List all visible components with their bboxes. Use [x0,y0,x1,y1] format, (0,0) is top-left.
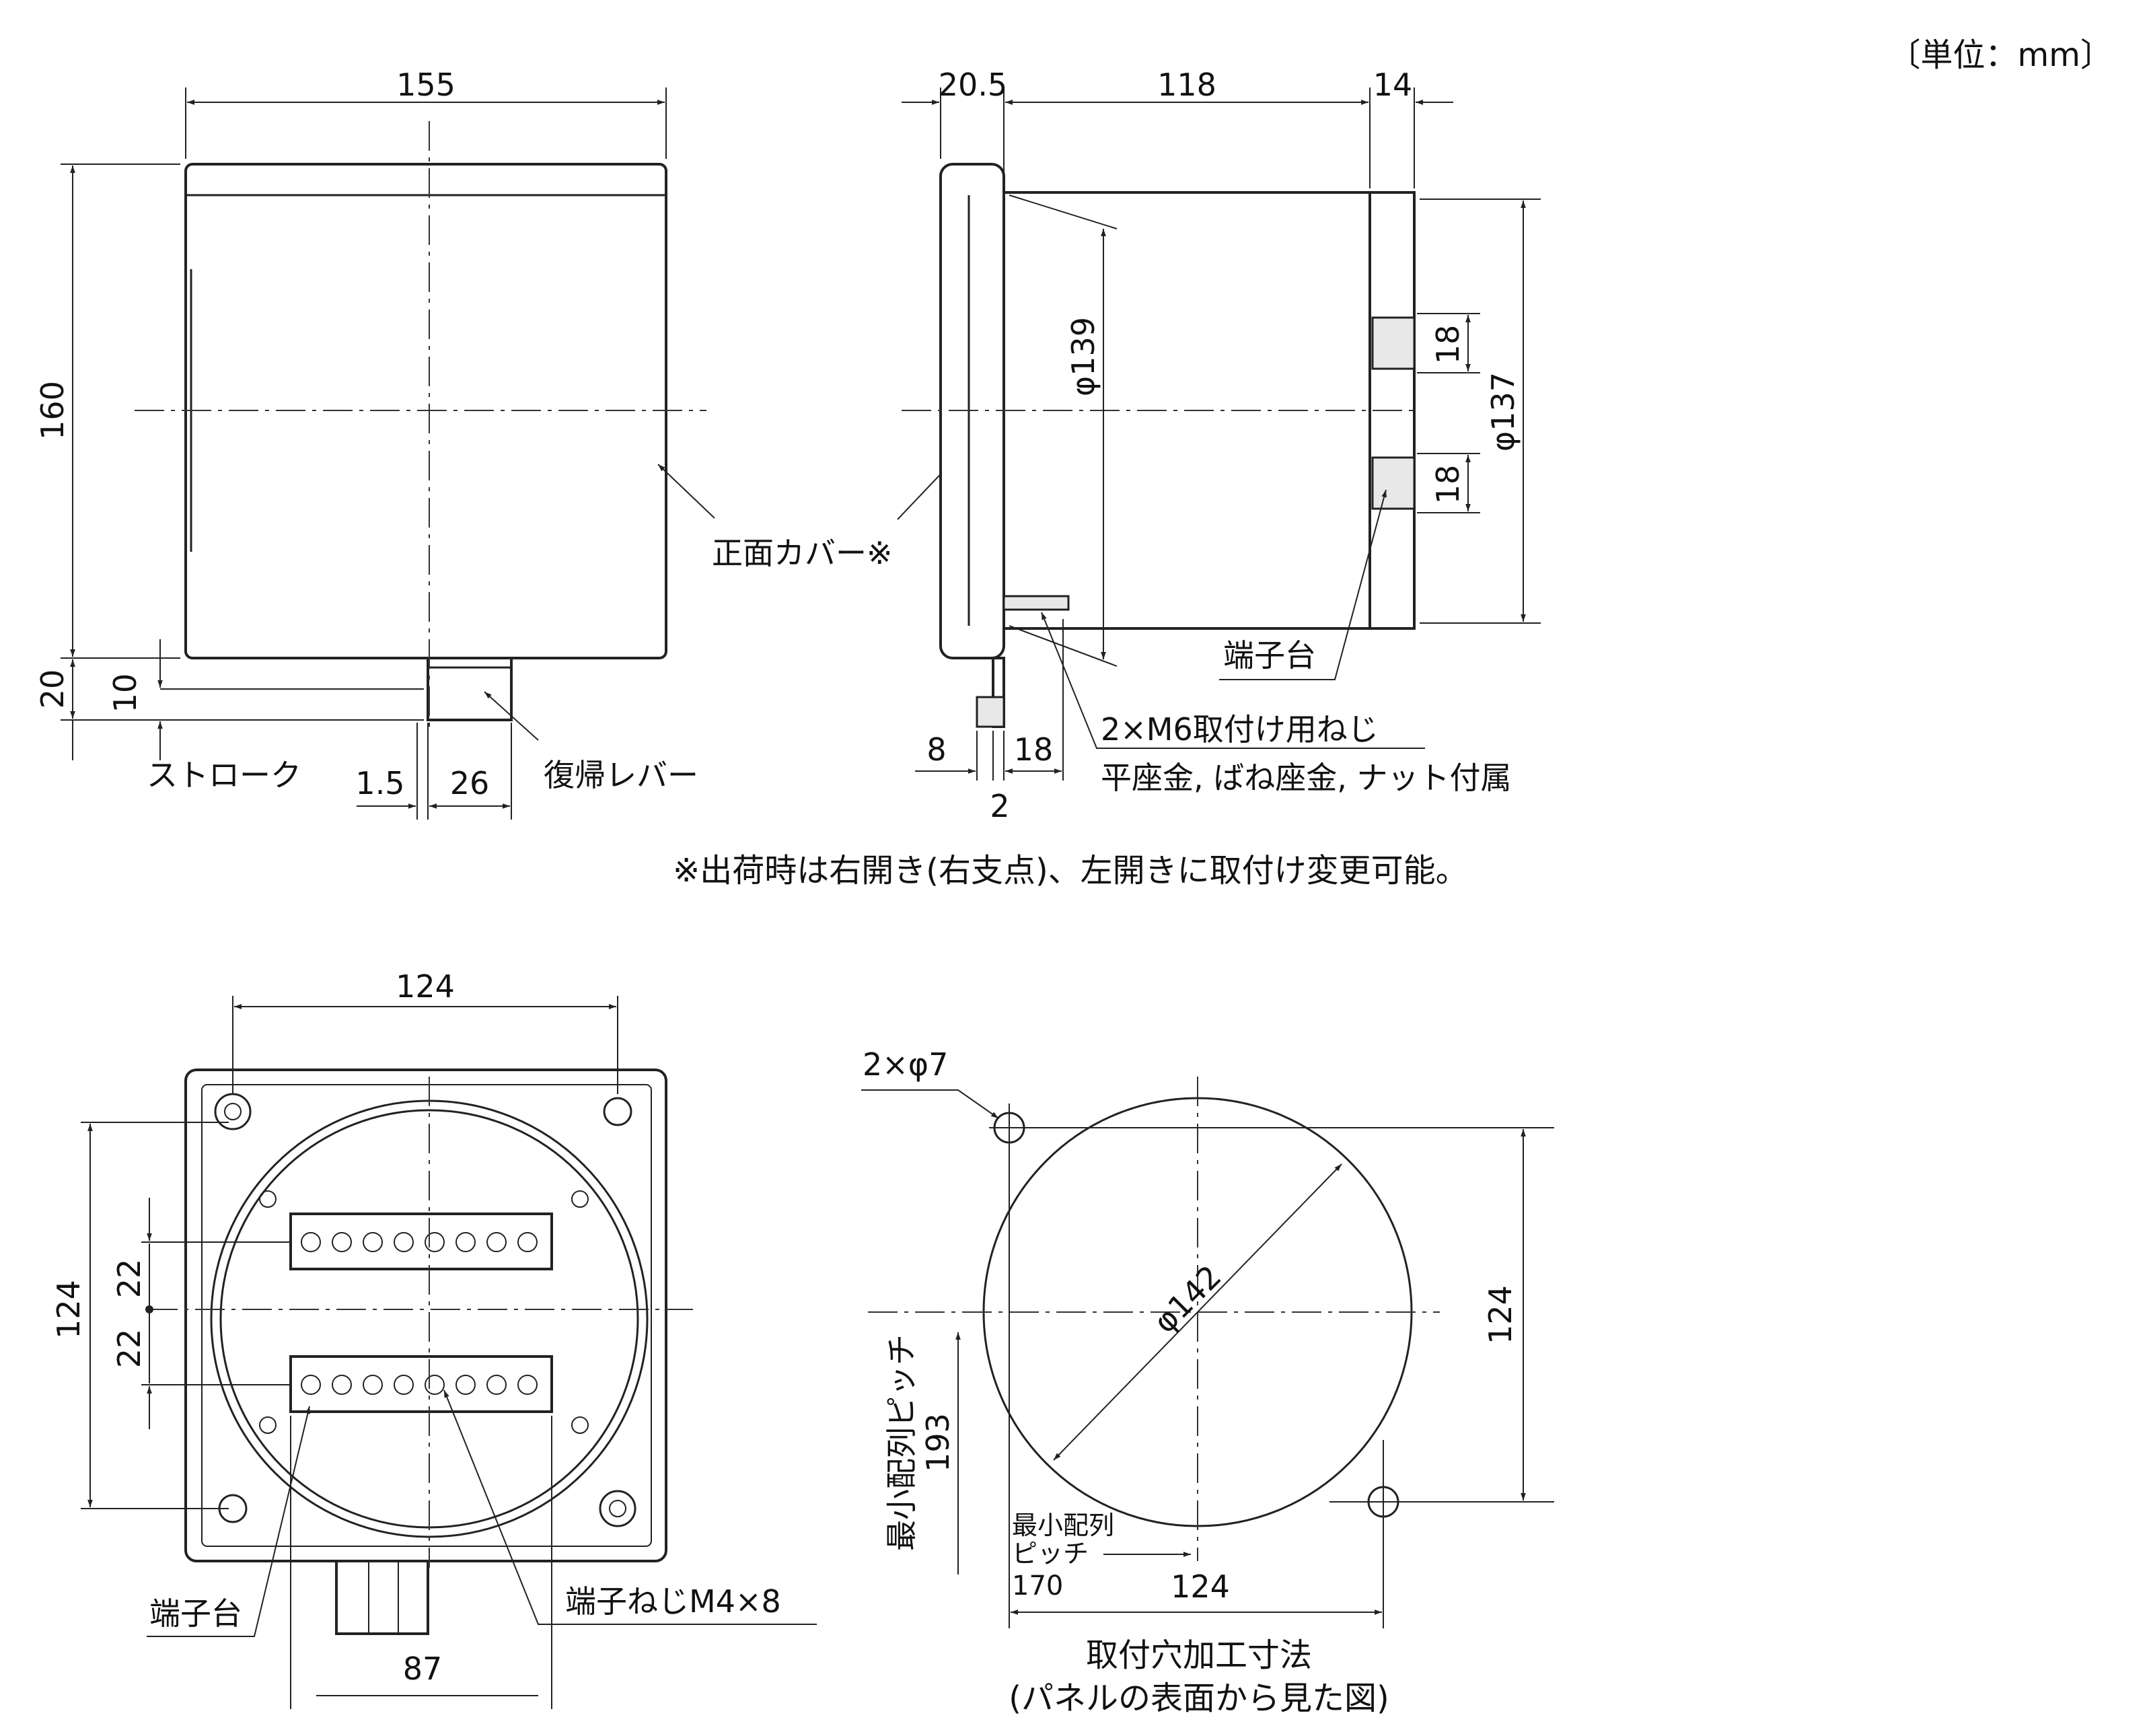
dim-rear: 14 [1373,67,1413,103]
cutout-pitch-v: 124 [1482,1285,1519,1344]
front-view: 155 160 20 10 ストローク 1.5 26 復帰レバー 正面カバー※ [34,67,949,820]
min-pitch-v-label: 最小配列ピッチ [883,1334,920,1551]
min-pitch-h-value: 170 [1012,1570,1063,1601]
terminal-screws [301,1232,538,1395]
min-pitch-v-value: 193 [920,1413,956,1472]
dim-screw-2: 2 [990,788,1009,824]
front-cover-label: 正面カバー※ [712,535,893,571]
dim-stroke: 10 [107,674,143,713]
terminal-block-top [1371,316,1416,370]
dim-front: 20.5 [939,67,1007,103]
unit-note: 〔単位：mm〕 [1888,36,2113,74]
rear-pitch-v: 124 [50,1280,87,1339]
terminal-block-bottom [1371,456,1416,510]
dim-terminal-2: 18 [1430,465,1466,505]
corner-screw-br [599,1490,636,1527]
reset-lever-label: 復帰レバー [544,757,698,793]
cutout-subtitle: (パネルの表面から見た図) [1009,1679,1389,1717]
rear-view: 124 124 22 22 87 端子台 端子ねじM4×8 [50,968,817,1709]
dim-lever-extension: 20 [34,670,71,709]
min-pitch-h-label1: 最小配列 [1012,1511,1114,1540]
rear-screw-label: 端子ねじM4×8 [565,1583,781,1620]
panel-cutout: φ142 2×φ7 124 124 最小配列ピッチ 193 最小配列 ピッチ 1… [861,1046,1554,1717]
screw-label: 2×M6取付け用ねじ [1101,711,1379,748]
mounting-screw [976,696,1005,728]
rear-lever-box [335,1560,429,1635]
dim-body: 118 [1157,67,1216,103]
dim-lever-width: 26 [450,765,490,801]
dim-screw-8: 8 [926,731,946,768]
rear-pitch-h: 124 [396,968,455,1005]
screw-sub-label: 平座金, ばね座金, ナット付属 [1101,760,1512,796]
terminal-strip-lower [289,1355,553,1413]
rear-bottom-dim: 87 [403,1651,443,1687]
dim-phi-body: φ139 [1065,317,1101,396]
mount-stud-tr [603,1097,632,1126]
rear-row-a: 22 [111,1259,147,1299]
dim-phi-rear: φ137 [1485,372,1521,451]
min-pitch-h-label2: ピッチ [1012,1539,1089,1568]
dim-width: 155 [396,67,455,103]
dim-height: 160 [34,381,71,440]
dim-offset: 1.5 [355,765,404,801]
cutout-phi: φ142 [1146,1258,1229,1340]
rear-terminal-label: 端子台 [149,1595,242,1632]
footnote: ※出荷時は右開き(右支点)、左開きに取付け変更可能。 [673,852,1468,890]
side-terminal-label: 端子台 [1223,637,1316,674]
cutout-title: 取付穴加工寸法 [1086,1636,1312,1674]
stroke-label: ストローク [147,757,301,793]
cutout-pitch-h: 124 [1171,1568,1230,1605]
rear-case-outline [184,1069,667,1562]
terminal-strip-upper [289,1213,553,1270]
rear-row-b: 22 [111,1329,147,1369]
dim-terminal-1: 18 [1430,325,1466,365]
side-view: 20.5 118 14 φ139 φ137 18 18 端子台 2×M6取付け用… [902,67,1541,824]
cutout-hole-label: 2×φ7 [863,1046,948,1083]
dim-screw-18: 18 [1014,731,1054,768]
